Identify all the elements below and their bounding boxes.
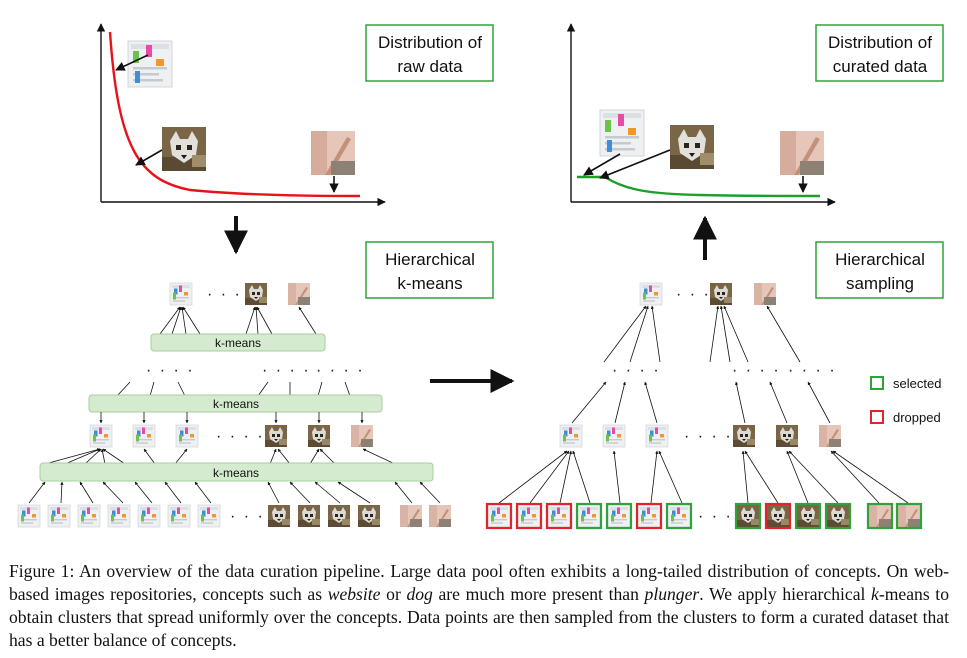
plunger-image — [311, 131, 355, 175]
raw-distribution-plot — [96, 23, 386, 207]
curated-distribution-label-box: Distribution of curated data — [815, 24, 944, 82]
pipeline-figure: Distribution of raw data Hierarchical k-… — [17, 23, 944, 530]
dog-image-curated — [670, 125, 714, 169]
raw-label-line1: Distribution of — [378, 33, 482, 52]
svg-text:· · · ·: · · · · — [732, 362, 781, 379]
svg-text:k-means: k-means — [215, 336, 261, 350]
curated-curve — [577, 175, 821, 198]
website-image — [127, 40, 173, 88]
plunger-image-curated — [780, 131, 824, 175]
svg-text:· · · ·: · · · · — [698, 508, 747, 525]
raw-curve — [108, 31, 361, 198]
svg-text:· · · ·: · · · · — [316, 362, 365, 379]
website-image-curated — [599, 109, 645, 157]
sampling-label-line2: sampling — [846, 274, 914, 293]
svg-text:k-means: k-means — [213, 397, 259, 411]
sampling-tree: · · · · · · · · · · · · · · · · · · · · — [485, 282, 923, 530]
hierarchical-kmeans-label-box: Hierarchical k-means — [365, 241, 494, 299]
legend: selected dropped — [870, 376, 941, 425]
svg-text:· · · ·: · · · · — [684, 428, 733, 445]
legend-selected: selected — [893, 376, 941, 391]
svg-text:· · · ·: · · · · — [216, 428, 265, 445]
raw-distribution-label-box: Distribution of raw data — [365, 24, 494, 82]
svg-text:· · · ·: · · · · — [230, 508, 279, 525]
kmeans-tree: · · · · k-means · · · · · · · · · · · · — [17, 282, 451, 528]
svg-text:· · · ·: · · · · — [262, 362, 311, 379]
legend-dropped: dropped — [893, 410, 941, 425]
hierarchical-sampling-label-box: Hierarchical sampling — [815, 241, 944, 299]
svg-text:· · · ·: · · · · — [788, 362, 837, 379]
dog-image — [162, 127, 206, 171]
kmeans-label-line1: Hierarchical — [385, 250, 475, 269]
svg-text:· · · ·: · · · · — [146, 362, 195, 379]
kmeans-label-line2: k-means — [397, 274, 462, 293]
curated-distribution-plot — [566, 23, 836, 207]
raw-label-line2: raw data — [397, 57, 463, 76]
svg-text:· · · ·: · · · · — [207, 286, 256, 303]
svg-text:k-means: k-means — [213, 466, 259, 480]
curated-label-line2: curated data — [833, 57, 928, 76]
svg-text:· · · ·: · · · · — [612, 362, 661, 379]
figure-caption: Figure 1: An overview of the data curati… — [9, 561, 949, 650]
curated-label-line1: Distribution of — [828, 33, 932, 52]
sampling-label-line1: Hierarchical — [835, 250, 925, 269]
